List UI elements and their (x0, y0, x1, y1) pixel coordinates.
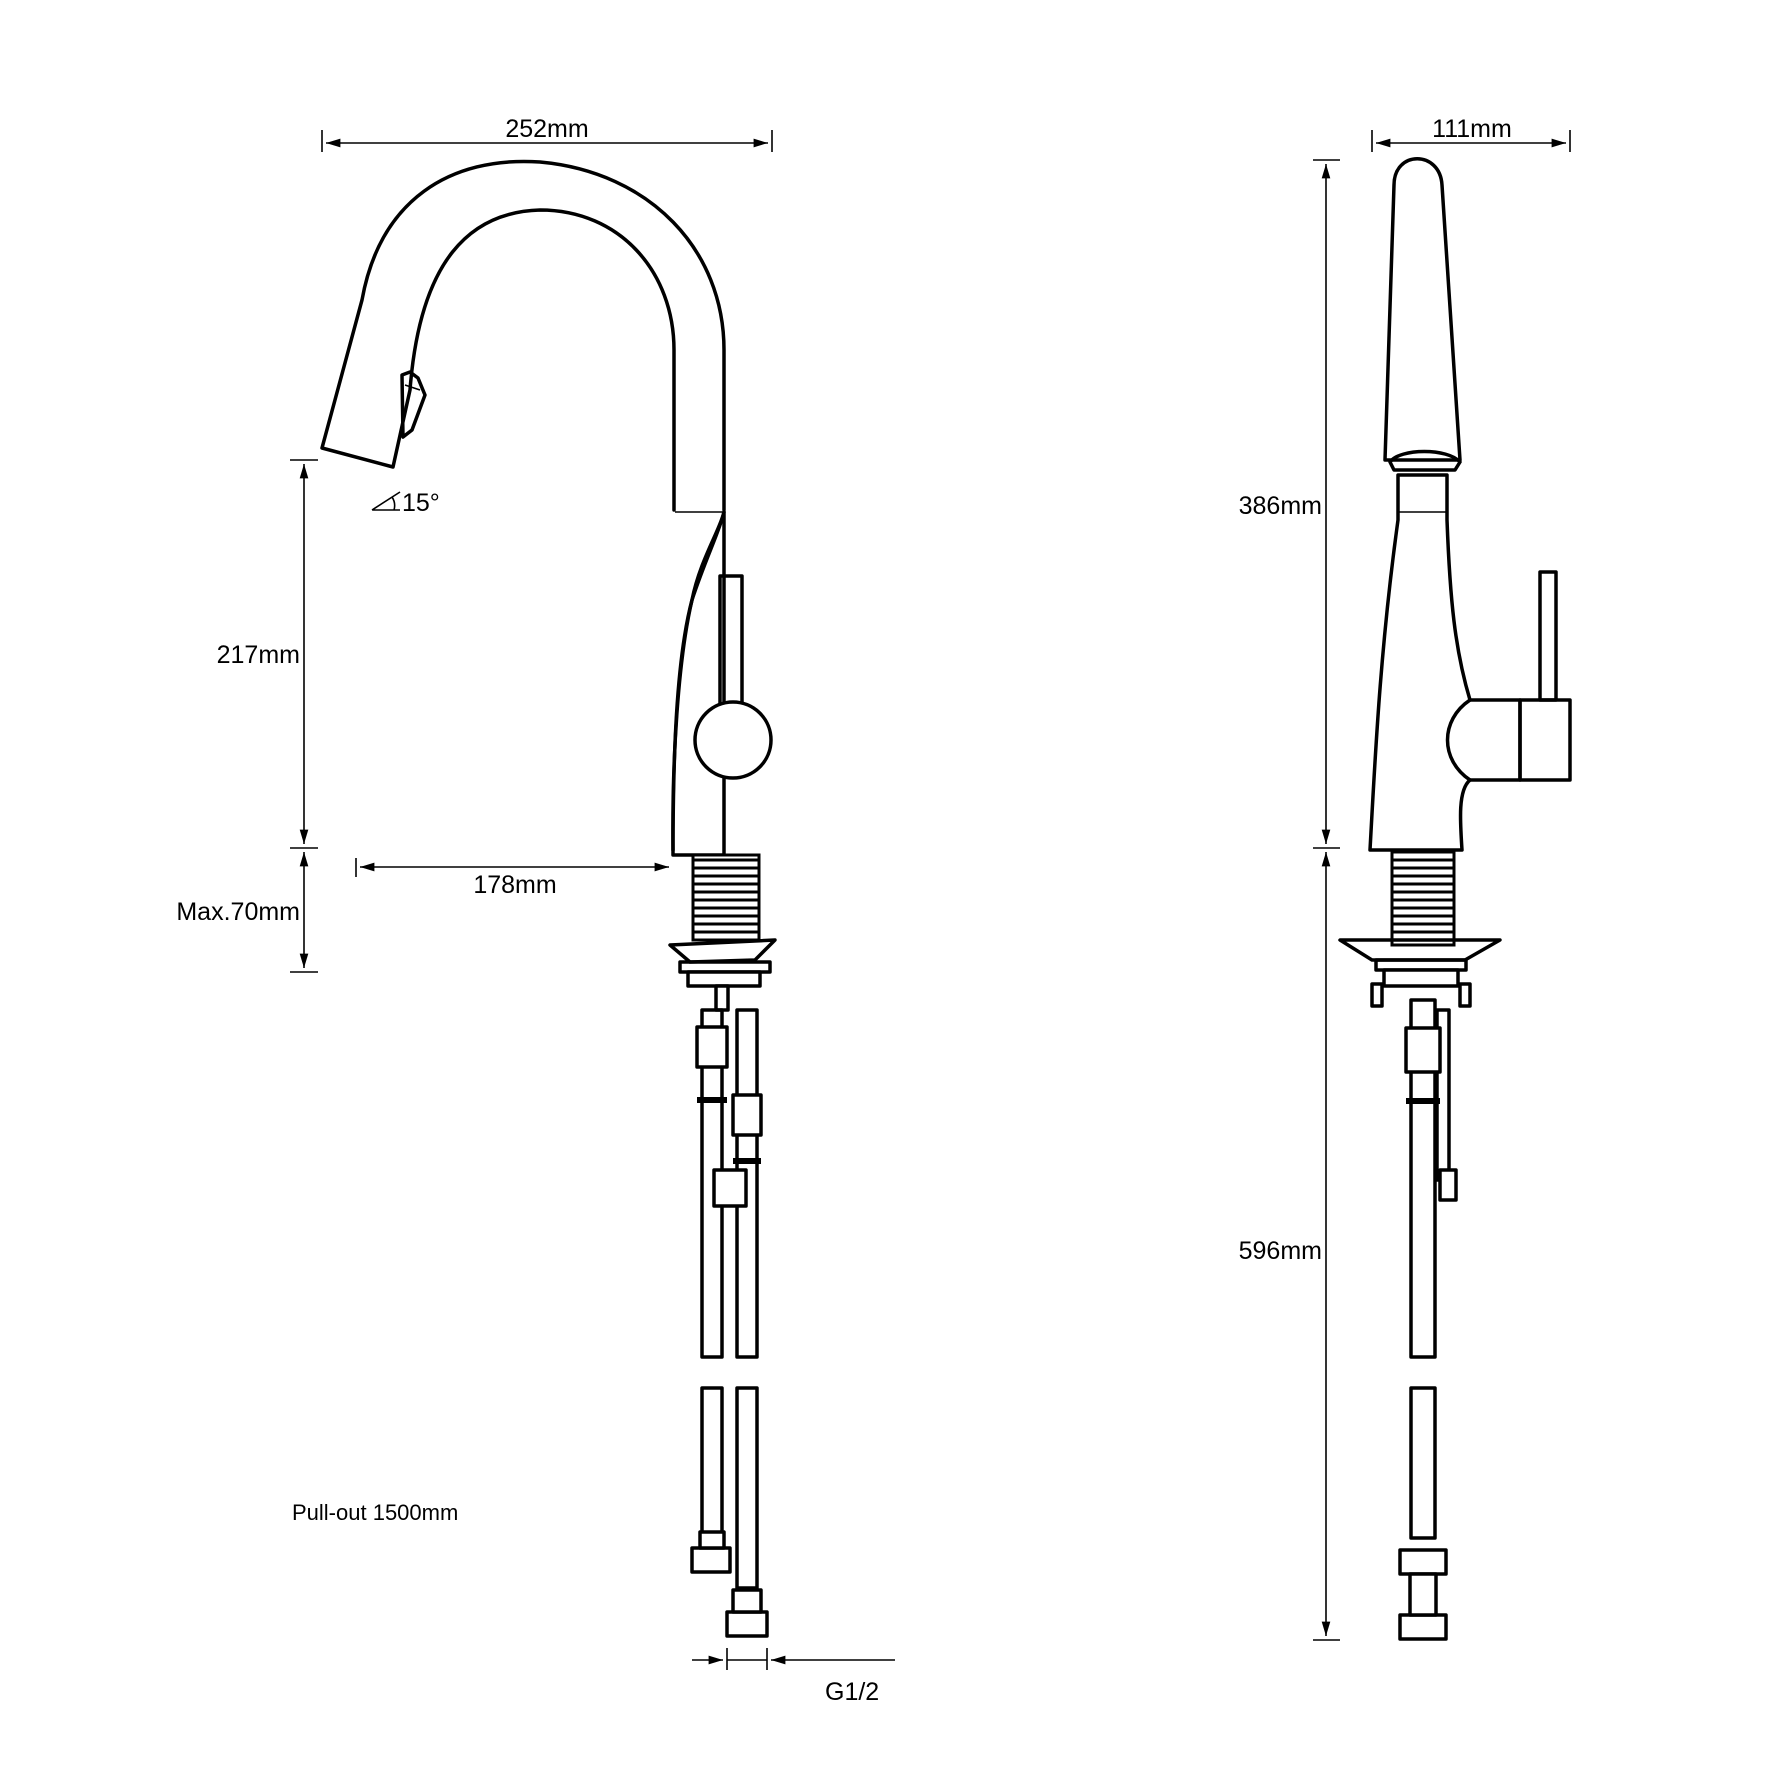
spray-head-button (400, 370, 427, 439)
side-handle-lever (1538, 570, 1558, 702)
label-thread: G1/2 (825, 1678, 879, 1706)
label-spout-height: 217mm (217, 641, 300, 669)
front-view (320, 159, 777, 1638)
note-pullout: Pull-out 1500mm (292, 1500, 458, 1525)
side-spout (1383, 157, 1462, 462)
label-total-height: 386mm (1239, 492, 1322, 520)
label-angle: 15° (402, 489, 440, 517)
threaded-shank (691, 853, 761, 942)
handle-knob (693, 700, 773, 780)
label-overall-width: 252mm (505, 115, 588, 143)
side-handle-base (1445, 698, 1472, 782)
label-reach: 178mm (473, 871, 556, 899)
side-body (1368, 473, 1522, 852)
label-hose-length: 596mm (1239, 1237, 1322, 1265)
side-view (1338, 157, 1572, 1641)
spout-gooseneck (320, 159, 726, 512)
supply-hoses (690, 1008, 769, 1638)
label-max-deck: Max.70mm (176, 898, 300, 926)
label-side-width: 111mm (1432, 115, 1512, 143)
dimension-lines (290, 130, 1571, 1670)
dimension-labels: 252mm 111mm 217mm Max.70mm 178mm 386mm 5… (176, 115, 1511, 1706)
